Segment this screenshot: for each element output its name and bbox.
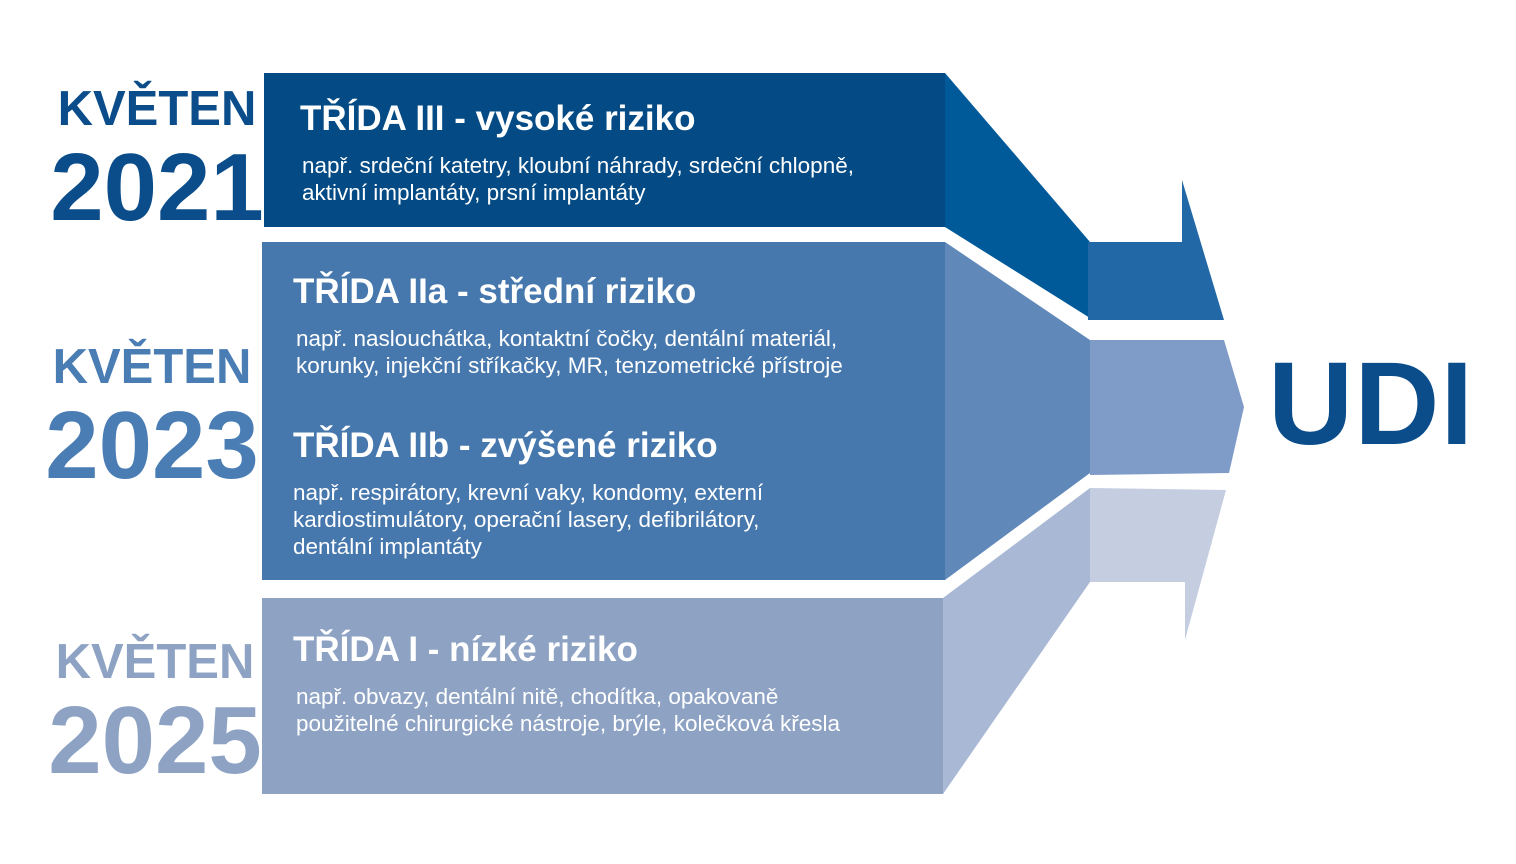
date-year: 2023	[45, 392, 259, 499]
tier-description-line: dentální implantáty	[293, 534, 482, 559]
tier-3-flow	[943, 488, 1090, 794]
tier-title: TŘÍDA I - nízké riziko	[293, 630, 638, 669]
date-label-2023: KVĚTEN 2023	[37, 343, 267, 494]
tier-description-line: např. obvazy, dentální nitě, chodítka, o…	[296, 684, 779, 709]
tier-description-line: např. respirátory, krevní vaky, kondomy,…	[293, 480, 764, 505]
date-year: 2025	[48, 687, 262, 794]
date-month: KVĚTEN	[57, 82, 257, 136]
tier-1-arrow	[1088, 180, 1224, 320]
date-year: 2021	[50, 134, 264, 241]
tier-3-arrow	[1090, 488, 1226, 640]
tier-description-line: korunky, injekční stříkačky, MR, tenzome…	[296, 353, 843, 378]
tier-description-line: např. srdeční katetry, kloubní náhrady, …	[302, 153, 854, 178]
date-month: KVĚTEN	[52, 340, 252, 394]
udi-target-label: UDI	[1268, 338, 1475, 470]
tier-description-line: použitelné chirurgické nástroje, brýle, …	[296, 711, 841, 736]
tier-class-iib: TŘÍDA IIb - zvýšené riziko např. respirá…	[293, 428, 953, 560]
tier-description-line: kardiostimulátory, operační lasery, defi…	[293, 507, 760, 532]
tier-1-flow	[945, 73, 1090, 318]
tier-2-arrow	[1090, 340, 1244, 475]
tier-title: TŘÍDA III - vysoké riziko	[300, 99, 696, 138]
tier-1-box	[264, 73, 945, 227]
tier-description: např. respirátory, krevní vaky, kondomy,…	[293, 479, 953, 560]
tier-description: např. naslouchátka, kontaktní čočky, den…	[296, 325, 956, 379]
tier-3-box	[262, 598, 943, 794]
tier-title: TŘÍDA IIa - střední riziko	[293, 272, 697, 311]
tier-description: např. obvazy, dentální nitě, chodítka, o…	[296, 683, 956, 737]
tier-class-iia: TŘÍDA IIa - střední riziko např. naslouc…	[293, 274, 956, 379]
tier-description-line: aktivní implantáty, prsní implantáty	[302, 180, 646, 205]
tier-2-box	[262, 242, 945, 580]
tier-class-i: TŘÍDA I - nízké riziko např. obvazy, den…	[293, 632, 956, 737]
tier-description: např. srdeční katetry, kloubní náhrady, …	[302, 152, 962, 206]
date-month: KVĚTEN	[55, 635, 255, 689]
tier-class-iii: TŘÍDA III - vysoké riziko např. srdeční …	[300, 101, 962, 206]
tier-2-flow	[945, 242, 1090, 580]
date-label-2025: KVĚTEN 2025	[40, 638, 270, 789]
date-label-2021: KVĚTEN 2021	[42, 85, 272, 236]
tier-title: TŘÍDA IIb - zvýšené riziko	[293, 426, 718, 465]
tier-description-line: např. naslouchátka, kontaktní čočky, den…	[296, 326, 838, 351]
